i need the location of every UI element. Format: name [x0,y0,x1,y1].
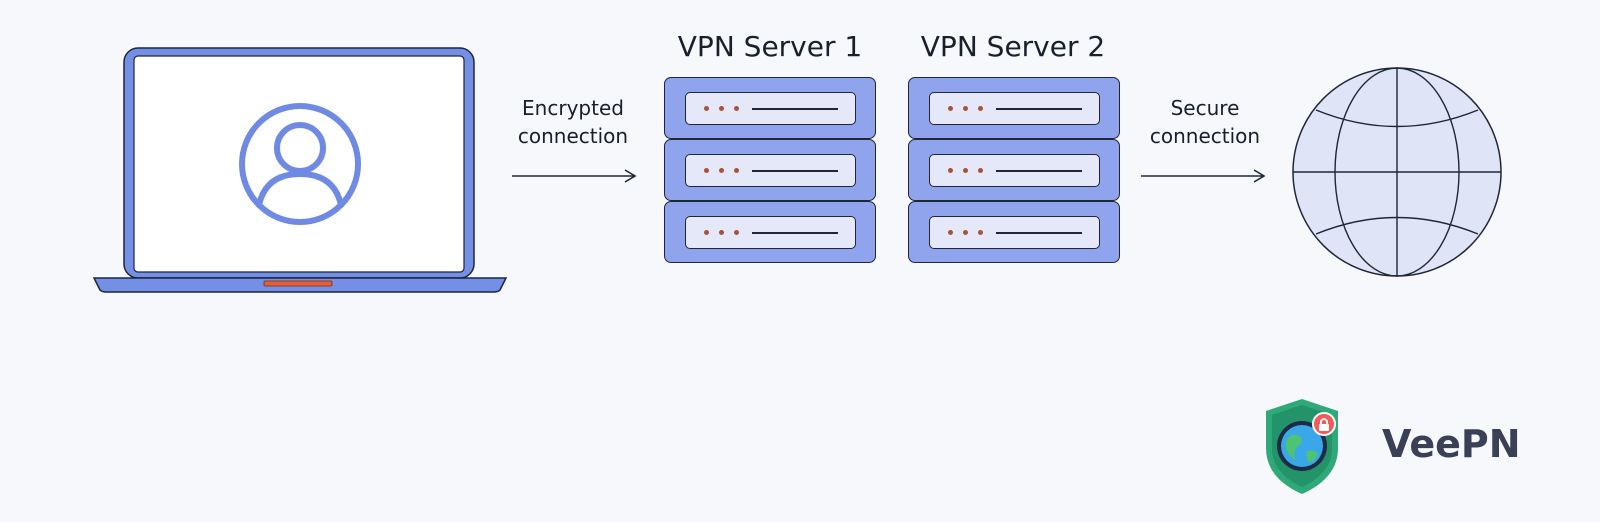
server-unit [664,139,876,201]
server-slot [929,154,1100,187]
shield-globe-lock-icon [1266,399,1338,494]
server-unit [664,201,876,263]
arrow-right-icon [512,169,637,183]
server-slot [685,92,856,125]
server-slot [929,216,1100,249]
server-slot [685,216,856,249]
brand-name: VeePN [1382,422,1521,466]
arrow-right-icon [1141,169,1266,183]
secure-connection-label: Secure connection [1149,96,1261,148]
encrypted-connection-label: Encrypted connection [517,96,629,148]
user-avatar-icon [239,103,361,225]
globe-icon [1292,67,1502,277]
server-slot [685,154,856,187]
vpn-server-1-title: VPN Server 1 [677,30,863,63]
vpn-server-1-rack [664,77,876,263]
server-unit [908,139,1120,201]
server-unit [908,201,1120,263]
vpn-server-2-rack [908,77,1120,263]
vpn-server-2-title: VPN Server 2 [920,30,1106,63]
server-unit [908,77,1120,139]
server-slot [929,92,1100,125]
server-unit [664,77,876,139]
laptop-icon [92,47,508,293]
